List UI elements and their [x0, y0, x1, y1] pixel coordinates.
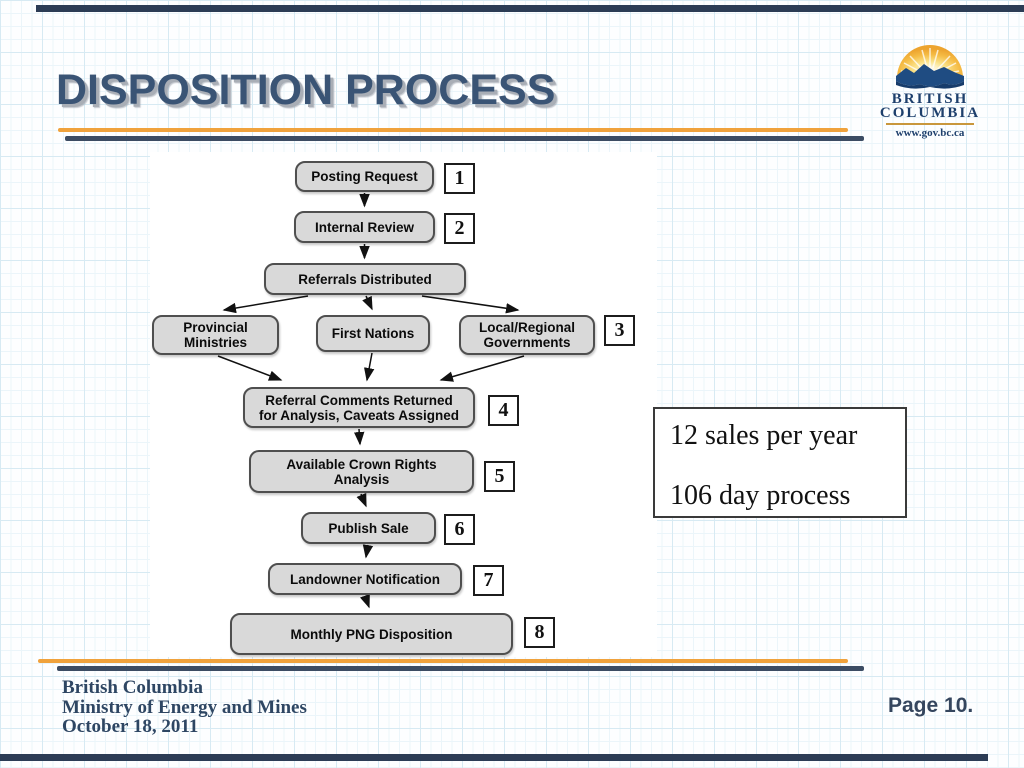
step-number-7: 7: [473, 565, 504, 596]
footer-attribution: British Columbia Ministry of Energy and …: [62, 678, 307, 737]
title-underline-navy: [65, 136, 864, 141]
step-number-2: 2: [444, 213, 475, 244]
bc-government-logo: BRITISH COLUMBIA www.gov.bc.ca: [873, 42, 987, 139]
flow-node-crown-rights-analysis: Available Crown Rights Analysis: [249, 450, 474, 493]
bottom-edge-bar: [0, 754, 988, 761]
flow-node-referral-comments: Referral Comments Returned for Analysis,…: [243, 387, 475, 428]
footer-line-province: British Columbia: [62, 677, 203, 698]
callout-line-process: 106 day process: [670, 480, 851, 511]
flow-node-first-nations: First Nations: [316, 315, 430, 352]
step-number-6: 6: [444, 514, 475, 545]
flow-arrows: [217, 193, 525, 609]
flowchart-panel: Posting Request Internal Review Referral…: [150, 152, 657, 657]
flow-node-provincial-ministries: Provincial Ministries: [152, 315, 279, 355]
footer-rule-orange: [38, 659, 848, 663]
logo-website: www.gov.bc.ca: [895, 127, 965, 139]
flow-node-internal-review: Internal Review: [294, 211, 435, 243]
page-title: DISPOSITION PROCESS: [56, 66, 556, 114]
sales-stats-callout: 12 sales per year 106 day process: [653, 407, 907, 518]
logo-text-british: BRITISH: [891, 91, 969, 107]
page-number: Page 10.: [888, 694, 974, 717]
flow-node-landowner-notification: Landowner Notification: [268, 563, 462, 595]
logo-text-columbia: COLUMBIA: [879, 105, 981, 121]
flow-node-monthly-png-disposition: Monthly PNG Disposition: [230, 613, 513, 655]
footer-line-ministry: Ministry of Energy and Mines: [62, 696, 307, 718]
title-underline-orange: [58, 128, 848, 132]
flow-node-posting-request: Posting Request: [295, 161, 434, 192]
step-number-8: 8: [524, 617, 555, 648]
step-number-5: 5: [484, 461, 515, 492]
footer-line-date: October 18, 2011: [62, 716, 199, 737]
logo-gold-rule: [886, 123, 974, 125]
flow-node-referrals-distributed: Referrals Distributed: [264, 263, 466, 295]
footer-rule-navy: [57, 666, 864, 671]
flow-node-publish-sale: Publish Sale: [301, 512, 436, 544]
top-edge-bar: [36, 5, 1024, 12]
step-number-1: 1: [444, 163, 475, 194]
flow-node-local-regional-governments: Local/Regional Governments: [459, 315, 595, 355]
step-number-3: 3: [604, 315, 635, 346]
callout-line-sales: 12 sales per year: [670, 420, 858, 451]
step-number-4: 4: [488, 395, 519, 426]
bc-sunrise-mountains-icon: [896, 45, 964, 89]
